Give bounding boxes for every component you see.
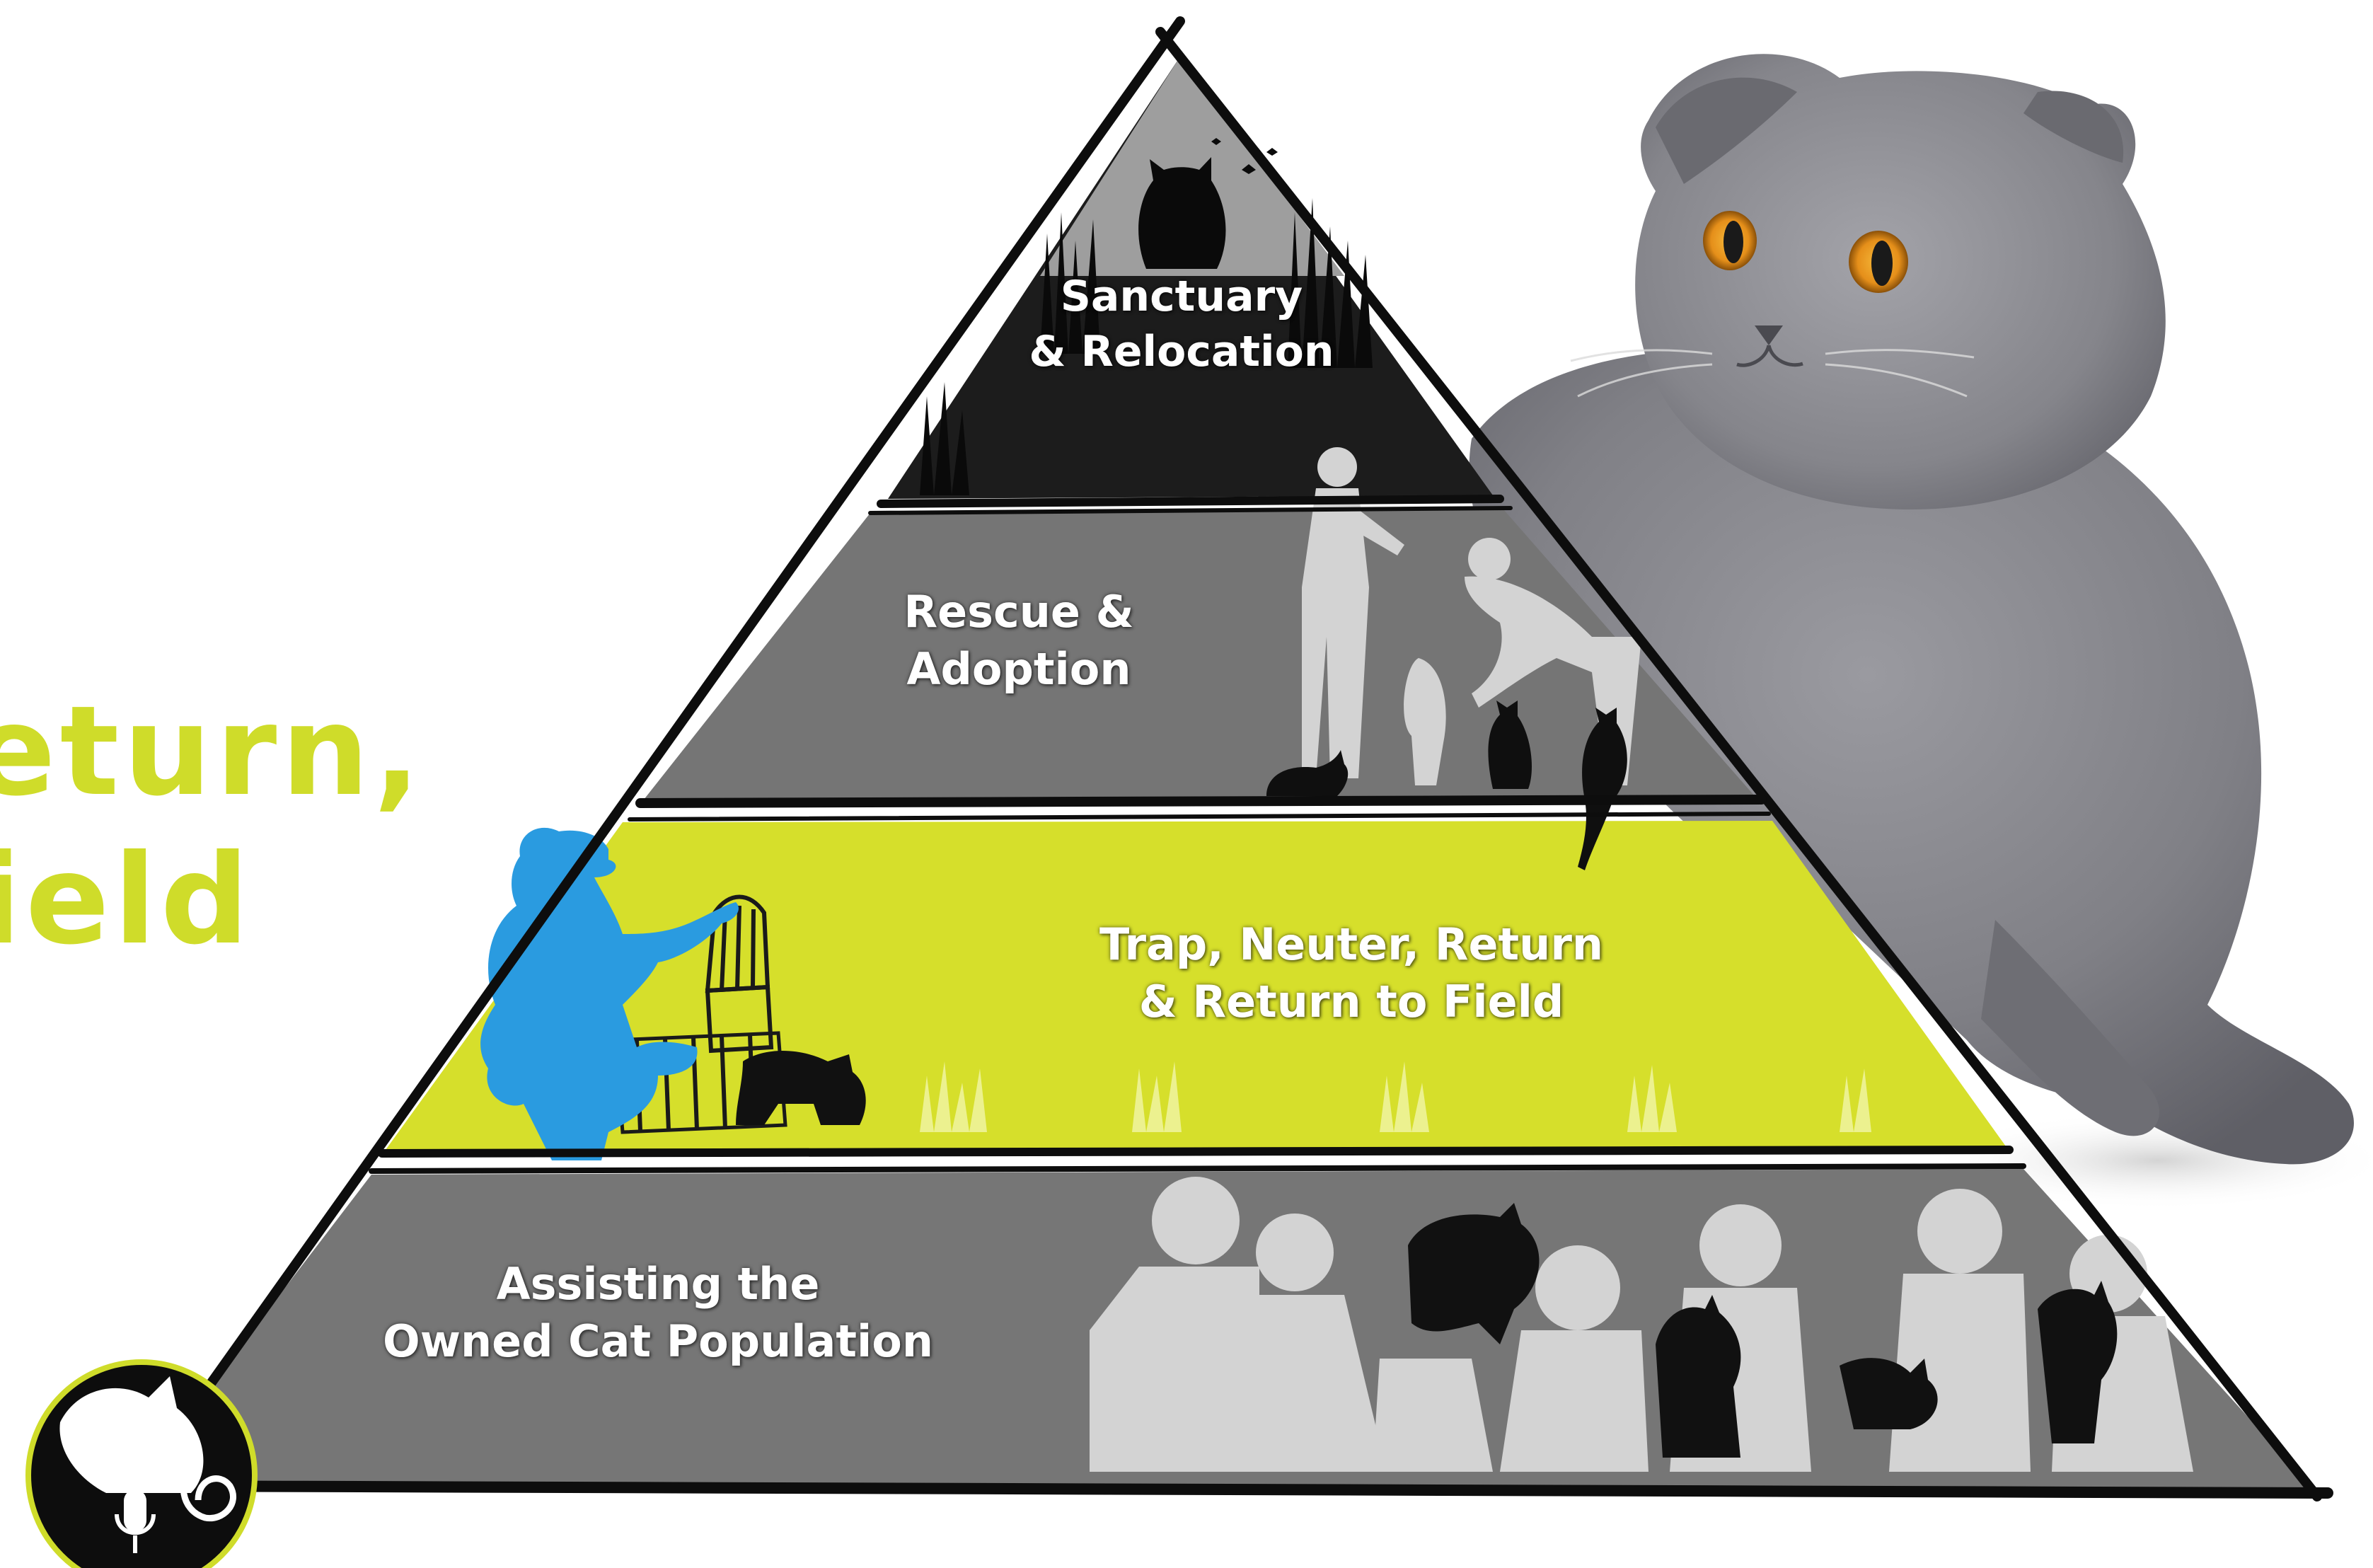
tier-label-owned: Assisting the Owned Cat Population <box>340 1256 976 1370</box>
butterfly-icon <box>1211 138 1278 174</box>
logo-badge <box>25 1359 258 1568</box>
cat-silhouette-icon <box>1138 157 1226 269</box>
tier-label-rescue: Rescue & Adoption <box>849 584 1189 698</box>
tier-label-line: Adoption <box>906 642 1131 695</box>
tier-label-line: Sanctuary <box>1060 272 1303 321</box>
tier-label-line: & Return to Field <box>1138 975 1564 1027</box>
cat-photo <box>1469 54 2373 1210</box>
person-silhouette-icon <box>1302 447 1641 785</box>
tier-label-line: Trap, Neuter, Return <box>1099 918 1604 970</box>
tier-label-line: Assisting the <box>496 1258 820 1310</box>
tier-label-line: Rescue & <box>903 586 1134 638</box>
tier-label-line: & Relocation <box>1029 327 1334 376</box>
microphone-icon <box>115 1489 156 1553</box>
spiral-icon <box>180 1462 236 1522</box>
heading-line-2: ield <box>0 829 253 972</box>
tier-label-line: Owned Cat Population <box>383 1315 933 1367</box>
tier-label-sanctuary: Sanctuary & Relocation <box>1005 269 1358 379</box>
heading-line-1: eturn, <box>0 680 425 824</box>
tier-label-tnr: Trap, Neuter, Return & Return to Field <box>1033 916 1670 1030</box>
grass-silhouette <box>920 198 1373 495</box>
